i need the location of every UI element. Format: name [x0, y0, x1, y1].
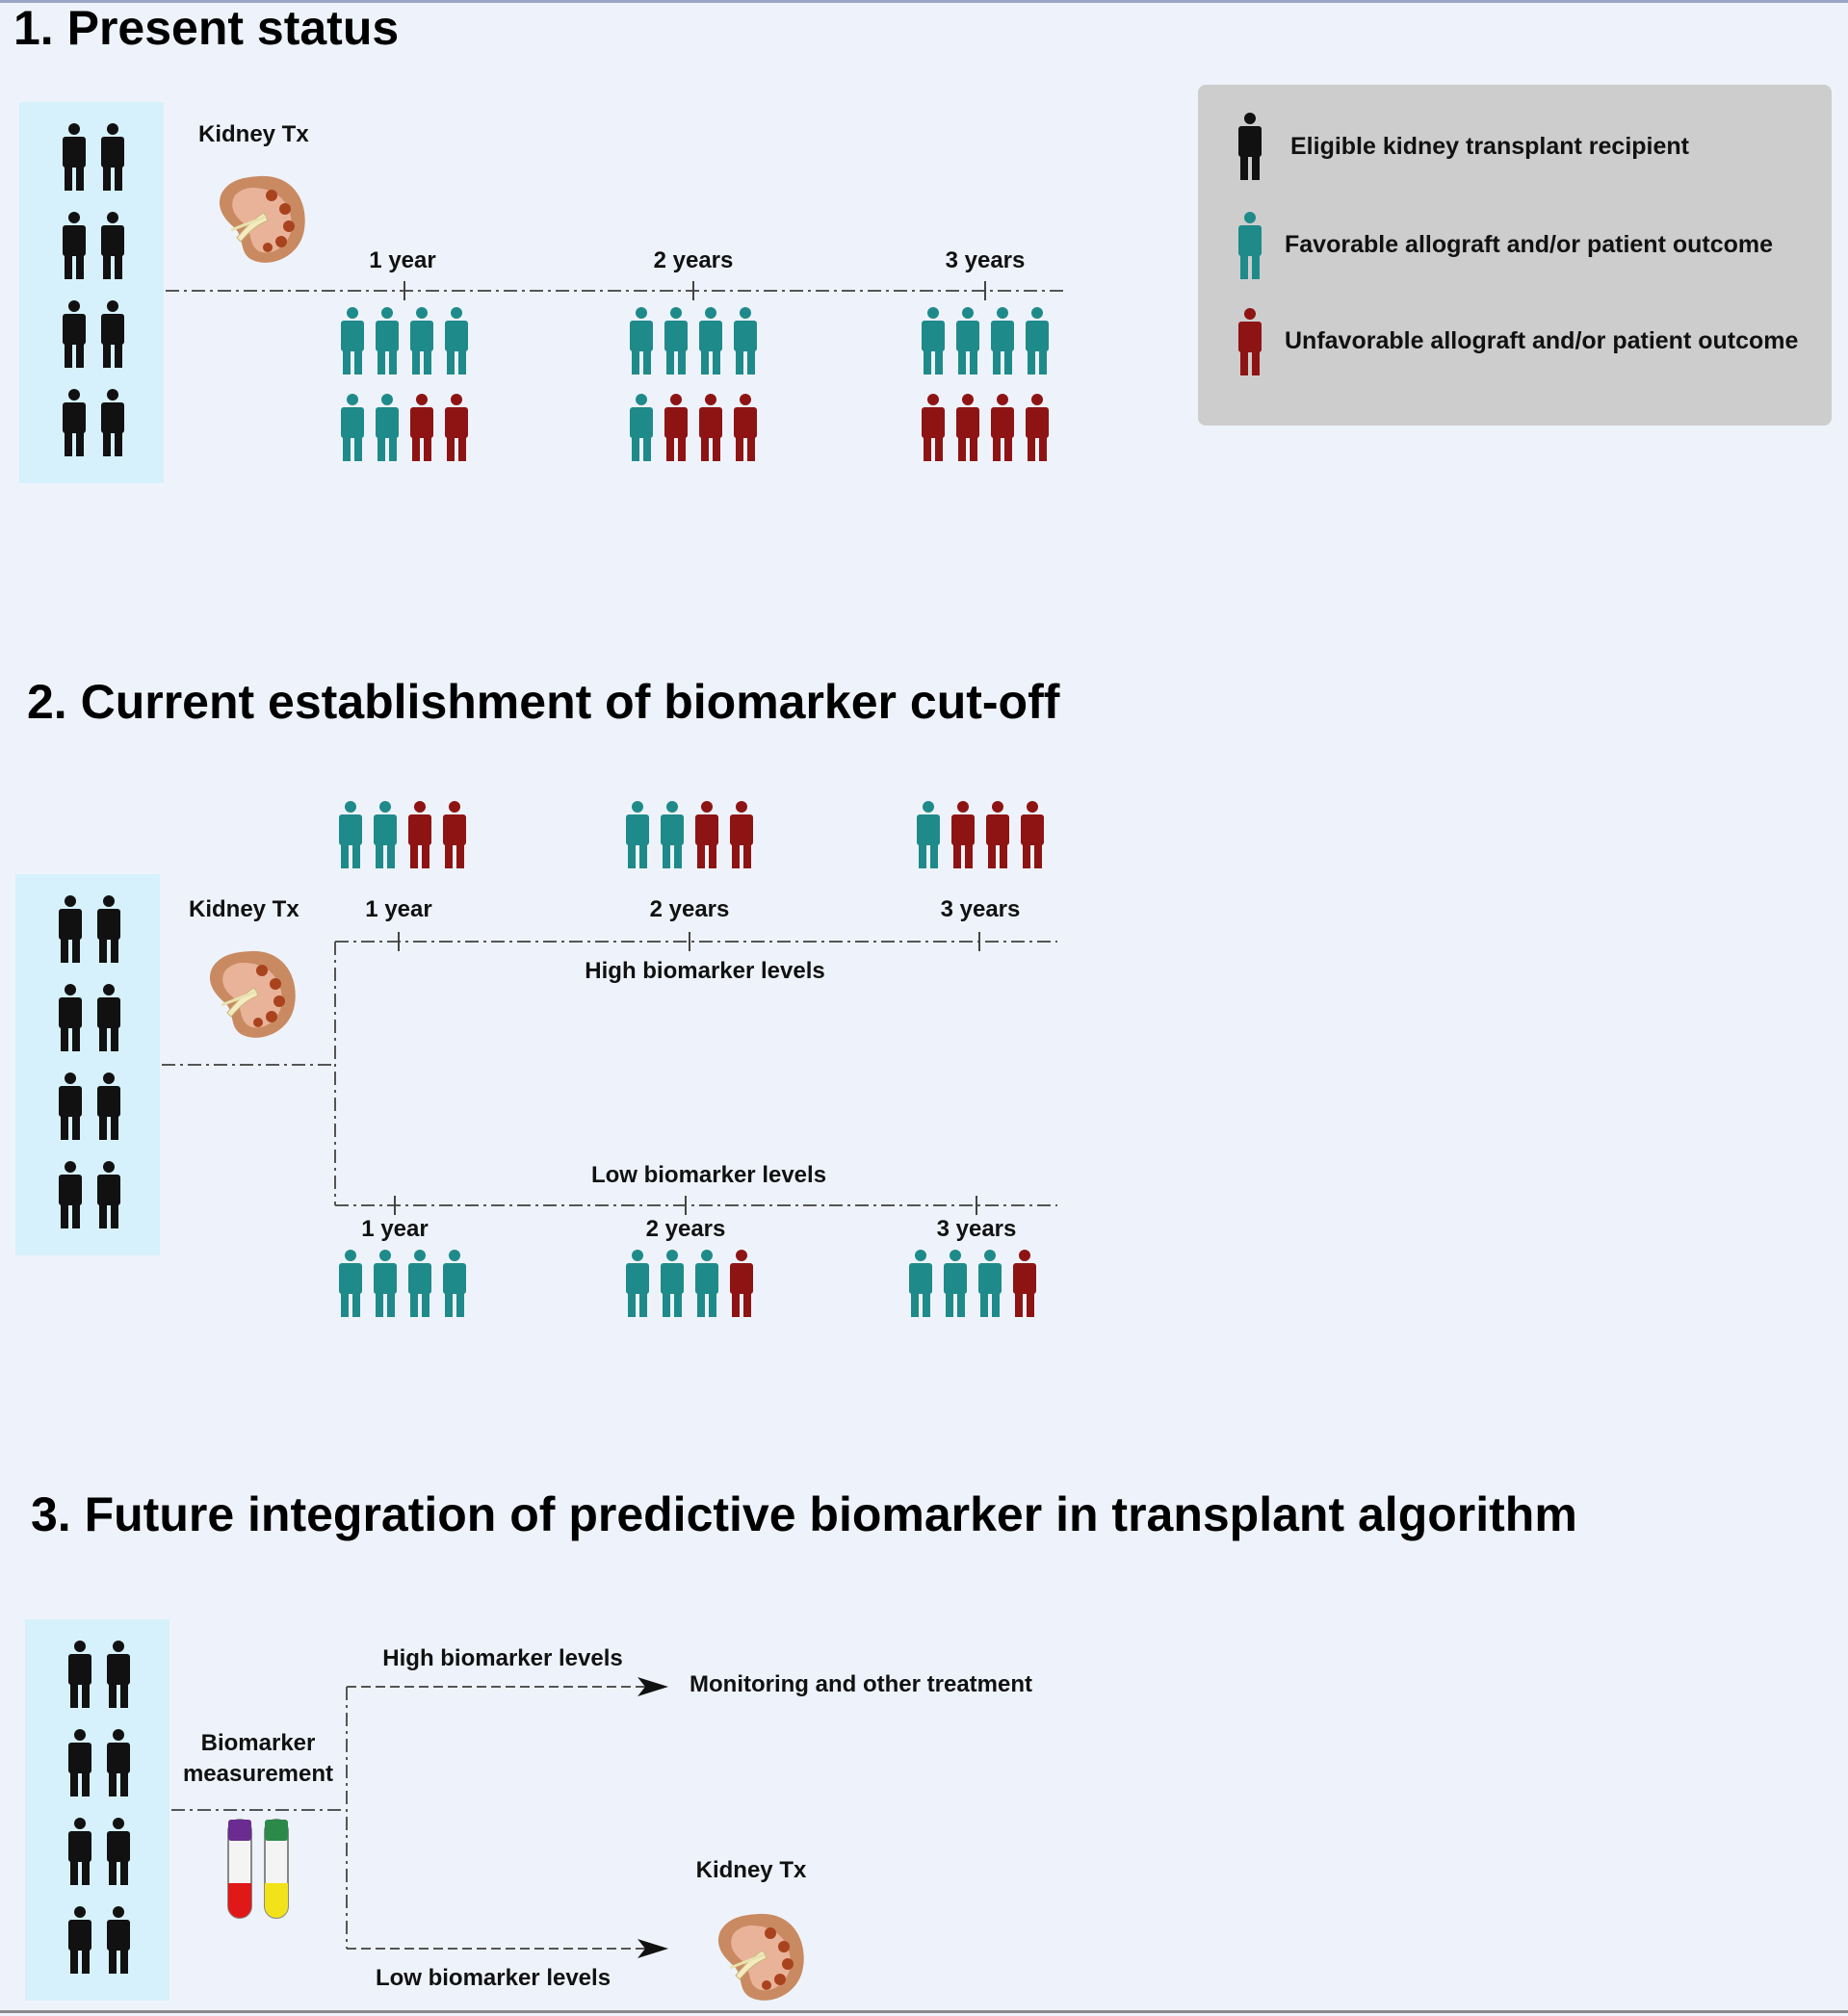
section2-low-groups [339, 1250, 1036, 1317]
section1-cohort-panel [19, 102, 164, 483]
favorable-person-icon [339, 801, 362, 868]
unfavorable-person-icon [730, 801, 753, 868]
favorable-person-icon [944, 1250, 967, 1317]
favorable-person-icon [909, 1250, 932, 1317]
favorable-person-icon [626, 801, 649, 868]
favorable-person-icon [661, 801, 684, 868]
unfavorable-person-icon [1021, 801, 1044, 868]
unfavorable-person-icon [408, 801, 431, 868]
biomarker-measurement-label: Biomarker [201, 1730, 316, 1756]
section2-low-timepoint-label: 1 year [361, 1216, 428, 1242]
favorable-person-icon [664, 307, 688, 375]
section2-kidney-label: Kidney Tx [189, 896, 299, 922]
unfavorable-person-icon [664, 394, 688, 461]
favorable-person-icon [443, 1250, 466, 1317]
favorable-person-icon [917, 801, 940, 868]
unfavorable-person-icon [699, 394, 722, 461]
kidney-icon [716, 1912, 806, 2003]
favorable-person-icon [699, 307, 722, 375]
favorable-person-icon [991, 307, 1014, 375]
favorable-person-icon [922, 307, 945, 375]
unfavorable-person-icon [986, 801, 1009, 868]
favorable-person-icon [408, 1250, 431, 1317]
section3-high-biomarker-label: High biomarker levels [382, 1645, 622, 1671]
section2-high-groups [339, 801, 1044, 868]
favorable-person-icon [376, 307, 399, 375]
section2-cohort-panel [15, 874, 160, 1255]
section2-low-timepoint-label: 2 years [646, 1216, 726, 1242]
favorable-person-icon [956, 307, 979, 375]
unfavorable-person-icon [922, 394, 945, 461]
favorable-person-icon [341, 394, 364, 461]
unfavorable-person-icon [1026, 394, 1049, 461]
favorable-person-icon [410, 307, 433, 375]
favorable-person-icon [661, 1250, 684, 1317]
section1-heading: 1. Present status [13, 1, 399, 55]
kidney-icon [218, 174, 307, 265]
favorable-person-icon [734, 307, 757, 375]
unfavorable-person-icon [695, 801, 718, 868]
favorable-person-icon [376, 394, 399, 461]
favorable-person-icon [978, 1250, 1002, 1317]
section2-low-biomarker-label: Low biomarker levels [591, 1162, 826, 1188]
section1-kidney-label: Kidney Tx [198, 121, 309, 147]
favorable-person-icon [630, 307, 653, 375]
legend-panel [1198, 85, 1832, 426]
section2-high-biomarker-label: High biomarker levels [585, 958, 824, 984]
section2-high-timepoint-label: 1 year [365, 896, 431, 922]
section3-cohort-panel [25, 1619, 169, 2001]
favorable-person-icon [374, 1250, 397, 1317]
section1-timepoint-label: 1 year [369, 247, 435, 273]
monitoring-treatment-label: Monitoring and other treatment [690, 1671, 1032, 1697]
favorable-person-icon [626, 1250, 649, 1317]
unfavorable-person-icon [443, 801, 466, 868]
unfavorable-person-icon [1013, 1250, 1036, 1317]
blood-tube-icon [264, 1819, 289, 1919]
section2-heading: 2. Current establishment of biomarker cu… [27, 675, 1060, 729]
legend-unfavorable-label: Unfavorable allograft and/or patient out… [1285, 327, 1798, 354]
section1-timepoint-label: 3 years [946, 247, 1026, 273]
section3-low-biomarker-label: Low biomarker levels [376, 1965, 611, 1991]
unfavorable-person-icon [956, 394, 979, 461]
kidney-icon [208, 949, 298, 1040]
legend-favorable-label: Favorable allograft and/or patient outco… [1285, 231, 1773, 258]
section1-timepoint-label: 2 years [654, 247, 734, 273]
frame-bottom-border [0, 2010, 1848, 2013]
favorable-person-icon [445, 307, 468, 375]
section2-high-timepoint-label: 2 years [650, 896, 730, 922]
favorable-person-icon [695, 1250, 718, 1317]
favorable-person-icon [630, 394, 653, 461]
section3-heading: 3. Future integration of predictive biom… [31, 1487, 1577, 1541]
arrowhead-icon [638, 1939, 668, 1958]
section2-high-timepoint-label: 3 years [941, 896, 1021, 922]
legend-eligible-label: Eligible kidney transplant recipient [1290, 133, 1690, 160]
section2-low-timepoint-label: 3 years [937, 1216, 1017, 1242]
biomarker-measurement-label: measurement [183, 1761, 333, 1787]
favorable-person-icon [1026, 307, 1049, 375]
favorable-person-icon [339, 1250, 362, 1317]
favorable-person-icon [341, 307, 364, 375]
frame-top-border [0, 0, 1848, 3]
blood-tube-icon [227, 1819, 252, 1919]
unfavorable-person-icon [734, 394, 757, 461]
unfavorable-person-icon [730, 1250, 753, 1317]
favorable-person-icon [374, 801, 397, 868]
arrowhead-icon [638, 1677, 668, 1696]
unfavorable-person-icon [951, 801, 975, 868]
section1-outcome-groups [341, 307, 1049, 461]
unfavorable-person-icon [445, 394, 468, 461]
unfavorable-person-icon [410, 394, 433, 461]
section3-kidney-label: Kidney Tx [696, 1857, 807, 1883]
unfavorable-person-icon [991, 394, 1014, 461]
